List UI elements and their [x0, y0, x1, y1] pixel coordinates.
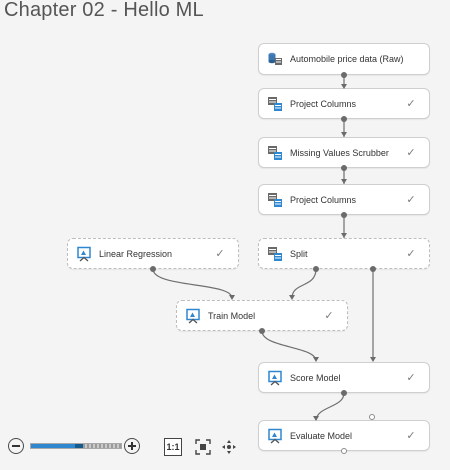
input-port-arrow [341, 233, 347, 238]
table-transform-icon [267, 145, 283, 161]
actual-size-button[interactable]: 1:1 [164, 438, 182, 456]
input-port-arrow [341, 132, 347, 137]
zoom-in-icon[interactable] [124, 438, 140, 454]
table-transform-icon [267, 246, 283, 262]
input-port-arrow [229, 295, 235, 300]
module-status: ✓ [215, 248, 225, 260]
table-transform-icon [267, 192, 283, 208]
module-label: Train Model [208, 310, 256, 321]
module-status: ✓ [406, 430, 416, 442]
module-split[interactable]: Split ✓ [258, 238, 430, 269]
input-port-arrow [313, 357, 319, 362]
pan-arrows-icon[interactable] [220, 438, 238, 456]
module-label: Score Model [290, 372, 341, 383]
dataset-icon [267, 51, 283, 67]
connector-split-to-train [291, 268, 317, 299]
module-project-columns-2[interactable]: Project Columns ✓ [258, 184, 430, 215]
module-status: ✓ [406, 147, 416, 159]
module-status: ✓ [324, 310, 334, 322]
module-label: Split [290, 248, 308, 259]
model-icon [267, 370, 283, 386]
connector-score-to-evaluate [315, 392, 345, 422]
module-project-columns-1[interactable]: Project Columns ✓ [258, 88, 430, 119]
input-port-arrow [341, 179, 347, 184]
output-port[interactable] [341, 448, 347, 454]
page-title: Chapter 02 - Hello ML [4, 0, 204, 21]
output-port[interactable] [341, 212, 347, 218]
module-label: Missing Values Scrubber [290, 147, 389, 158]
input-port-arrow [341, 84, 347, 89]
table-transform-icon [267, 96, 283, 112]
zoom-slider[interactable] [30, 443, 122, 449]
output-port[interactable] [341, 390, 347, 396]
module-label: Automobile price data (Raw) [290, 54, 404, 64]
connector-linear-to-train [152, 268, 233, 299]
output-port[interactable] [341, 165, 347, 171]
module-status: ✓ [406, 372, 416, 384]
output-port[interactable] [313, 266, 319, 272]
model-icon [267, 428, 283, 444]
output-port[interactable] [341, 72, 347, 78]
module-automobile-price-data[interactable]: Automobile price data (Raw) [258, 43, 430, 75]
module-evaluate-model[interactable]: Evaluate Model ✓ [258, 420, 430, 451]
canvas-toolbar: 1:1 [6, 438, 256, 464]
input-port[interactable] [369, 414, 375, 420]
model-icon [185, 308, 201, 324]
fit-to-screen-icon[interactable] [194, 438, 212, 456]
module-missing-values-scrubber[interactable]: Missing Values Scrubber ✓ [258, 137, 430, 168]
module-label: Project Columns [290, 194, 357, 205]
module-label: Linear Regression [99, 248, 173, 259]
module-train-model[interactable]: Train Model ✓ [176, 300, 348, 331]
output-port[interactable] [259, 328, 265, 334]
module-linear-regression[interactable]: Linear Regression ✓ [67, 238, 239, 269]
module-label: Evaluate Model [290, 430, 353, 441]
module-status: ✓ [406, 248, 416, 260]
zoom-out-icon[interactable] [8, 438, 24, 454]
connector-train-to-score [261, 330, 317, 362]
output-port[interactable] [370, 266, 376, 272]
input-port-arrow [313, 416, 319, 421]
module-status: ✓ [406, 98, 416, 110]
actual-size-label: 1:1 [166, 442, 180, 452]
module-score-model[interactable]: Score Model ✓ [258, 362, 430, 393]
output-port[interactable] [341, 116, 347, 122]
input-port-arrow [289, 295, 295, 300]
module-status: ✓ [406, 194, 416, 206]
model-icon [76, 246, 92, 262]
module-label: Project Columns [290, 98, 357, 109]
output-port[interactable] [150, 266, 156, 272]
input-port-arrow [370, 357, 376, 362]
